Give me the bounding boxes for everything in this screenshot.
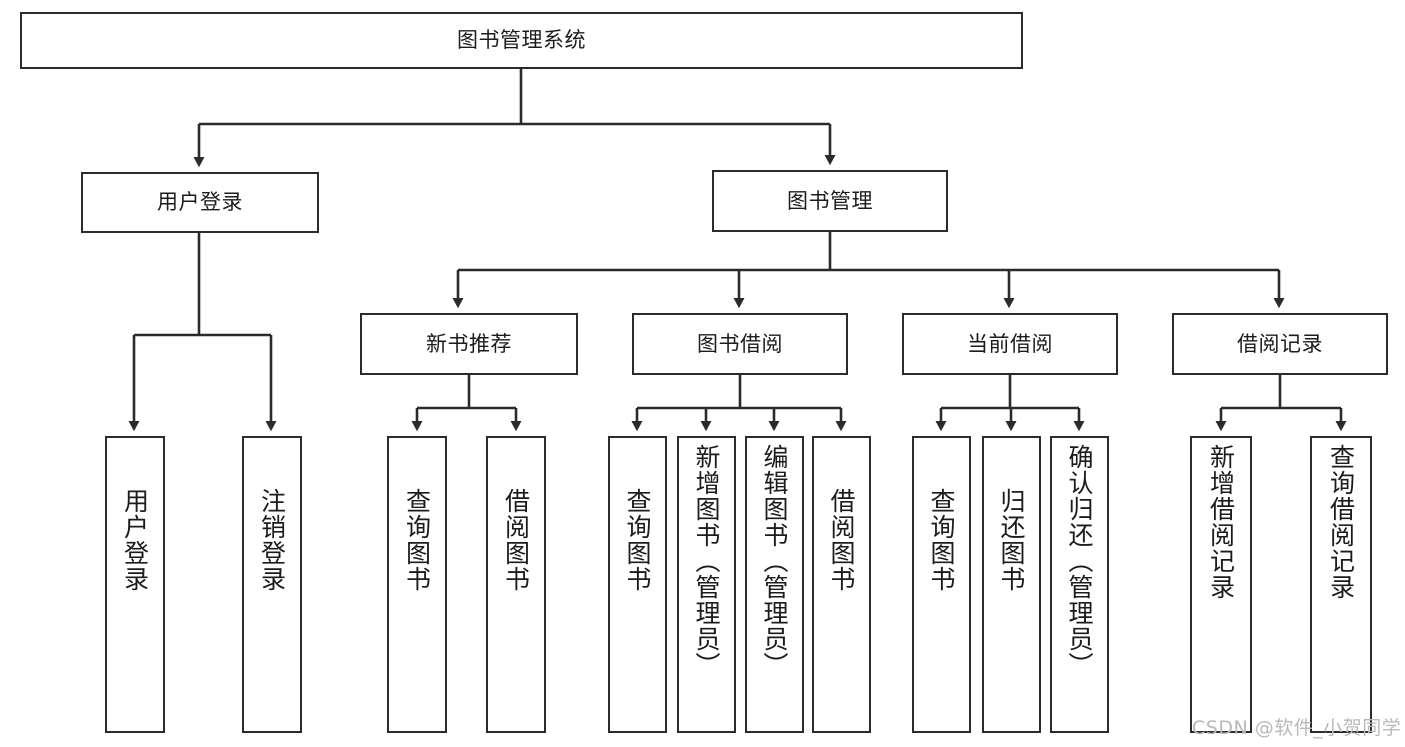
node-book-management-label: 图书管理 [787, 188, 873, 213]
leaf-query-book-borrow[interactable]: 查询图书 [608, 436, 667, 733]
node-book-borrow-label: 图书借阅 [697, 331, 783, 356]
leaf-confirm-return-admin-label: 确认归还（管理员） [1065, 444, 1094, 678]
node-user-login[interactable]: 用户登录 [81, 172, 319, 233]
leaf-logout-login[interactable]: 注销登录 [242, 436, 302, 733]
leaf-confirm-return-admin[interactable]: 确认归还（管理员） [1050, 436, 1109, 733]
node-book-management[interactable]: 图书管理 [712, 170, 948, 232]
node-new-book-recommendation-label: 新书推荐 [426, 331, 512, 356]
leaf-user-login-label: 用户登录 [120, 488, 150, 592]
leaf-query-borrow-record[interactable]: 查询借阅记录 [1310, 436, 1372, 733]
node-borrow-record-label: 借阅记录 [1237, 331, 1323, 356]
node-new-book-recommendation[interactable]: 新书推荐 [360, 313, 578, 375]
leaf-user-login[interactable]: 用户登录 [105, 436, 165, 733]
node-current-borrow[interactable]: 当前借阅 [902, 313, 1118, 375]
leaf-add-book-admin[interactable]: 新增图书（管理员） [677, 436, 736, 733]
leaf-add-book-admin-label: 新增图书（管理员） [692, 444, 721, 678]
leaf-borrow-book[interactable]: 借阅图书 [812, 436, 871, 733]
node-root[interactable]: 图书管理系统 [20, 12, 1023, 69]
leaf-add-borrow-record[interactable]: 新增借阅记录 [1190, 436, 1252, 733]
leaf-query-book-current[interactable]: 查询图书 [912, 436, 971, 733]
leaf-query-book-borrow-label: 查询图书 [623, 488, 652, 592]
csdn-watermark: CSDN @软件_小贺同学 [1192, 717, 1402, 739]
leaf-logout-login-label: 注销登录 [257, 488, 287, 592]
leaf-query-book-recommend-label: 查询图书 [402, 488, 432, 592]
node-current-borrow-label: 当前借阅 [967, 331, 1053, 356]
node-book-borrow[interactable]: 图书借阅 [632, 313, 848, 375]
leaf-edit-book-admin-label: 编辑图书（管理员） [760, 444, 789, 678]
leaf-query-book-current-label: 查询图书 [927, 488, 956, 592]
leaf-borrow-book-recommend[interactable]: 借阅图书 [486, 436, 546, 733]
leaf-query-book-recommend[interactable]: 查询图书 [387, 436, 447, 733]
leaf-borrow-book-label: 借阅图书 [827, 488, 856, 592]
node-root-label: 图书管理系统 [457, 28, 586, 53]
leaf-query-borrow-record-label: 查询借阅记录 [1326, 444, 1356, 600]
node-user-login-label: 用户登录 [157, 190, 243, 215]
leaf-edit-book-admin[interactable]: 编辑图书（管理员） [745, 436, 804, 733]
leaf-borrow-book-recommend-label: 借阅图书 [501, 488, 531, 592]
leaf-return-book-label: 归还图书 [997, 488, 1026, 592]
leaf-return-book[interactable]: 归还图书 [982, 436, 1041, 733]
node-borrow-record[interactable]: 借阅记录 [1172, 313, 1388, 375]
leaf-add-borrow-record-label: 新增借阅记录 [1206, 444, 1236, 600]
